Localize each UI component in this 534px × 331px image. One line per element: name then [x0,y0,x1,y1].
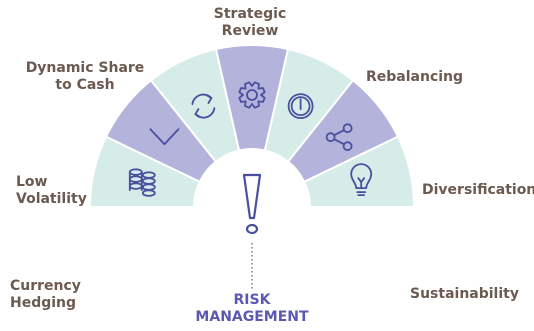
coins-stack-icon [128,168,156,197]
chevron-down-icon [149,128,180,146]
gear-icon [238,81,266,109]
refresh-arrows-icon [191,93,216,119]
gauge-icon [287,93,314,119]
share-nodes-icon [325,123,353,152]
label-diversification: Diversification [422,182,534,198]
center-hub [194,149,310,290]
label-sustainability: Sustainability [410,286,519,302]
lightbulb-icon [350,163,373,197]
label-rebalancing: Rebalancing [366,69,464,85]
exclamation-icon [242,173,262,235]
